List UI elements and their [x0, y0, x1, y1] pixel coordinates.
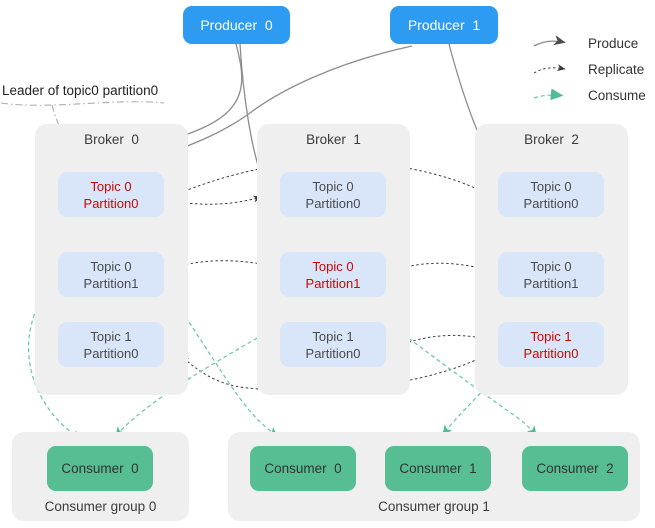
broker2-topic0-partition0-box: Topic 0 Partition0 [498, 172, 604, 217]
broker-2-container: Broker 2 Topic 0 Partition0 Topic 0 Part… [475, 124, 628, 395]
producer-1-label: Producer 1 [407, 17, 481, 33]
topic-line: Topic 1 [530, 328, 572, 344]
topic-line: Topic 0 [90, 258, 132, 274]
partition-line: Partition0 [305, 345, 361, 361]
consumer-group-1-label: Consumer group 1 [378, 499, 490, 514]
consumer-label: Consumer 0 [264, 461, 342, 476]
consume-arrow-icon [533, 88, 564, 101]
group1-consumer-2-box: Consumer 2 [522, 446, 628, 491]
producer-1-box: Producer 1 [390, 6, 498, 44]
topic-line: Topic 0 [530, 258, 572, 274]
topic-line: Topic 1 [90, 328, 132, 344]
topic-line: Topic 0 [530, 178, 572, 194]
legend-label-consume: Consume [588, 87, 646, 103]
broker0-topic0-partition1-box: Topic 0 Partition1 [58, 252, 164, 297]
legend-row-consume: Consume [532, 82, 646, 108]
partition-line: Partition1 [83, 275, 139, 291]
legend-label-replicate: Replicate [588, 61, 645, 77]
group1-consumer-0-box: Consumer 0 [250, 446, 356, 491]
topic-line: Topic 0 [90, 178, 132, 194]
broker-1-container: Broker 1 Topic 0 Partition0 Topic 0 Part… [257, 124, 410, 395]
topic-line: Topic 0 [312, 178, 354, 194]
replicate-arrow-icon [533, 64, 566, 74]
consumer-label: Consumer 0 [61, 461, 139, 476]
partition-line: Partition0 [83, 195, 139, 211]
partition-line: Partition0 [523, 345, 579, 361]
broker-0-label: Broker 0 [84, 132, 139, 147]
broker2-topic0-partition1-box: Topic 0 Partition1 [498, 252, 604, 297]
partition-line: Partition1 [523, 275, 579, 291]
consumer-group-0-container: Consumer 0 Consumer group 0 [12, 432, 189, 521]
consumer-label: Consumer 1 [399, 461, 477, 476]
legend-row-replicate: Replicate [532, 56, 646, 82]
topic-line: Topic 0 [312, 258, 354, 274]
produce-arrow-icon [533, 36, 566, 47]
broker0-topic1-partition0-box: Topic 1 Partition0 [58, 322, 164, 367]
broker1-topic0-partition0-box: Topic 0 Partition0 [280, 172, 386, 217]
legend-label-produce: Produce [588, 35, 639, 51]
broker-0-container: Broker 0 Topic 0 Partition0 Topic 0 Part… [35, 124, 188, 395]
partition-line: Partition1 [305, 275, 361, 291]
partition-line: Partition0 [523, 195, 579, 211]
broker2-topic1-partition0-box: Topic 1 Partition0 [498, 322, 604, 367]
partition-line: Partition0 [305, 195, 361, 211]
legend: Produce Replicate Consume [532, 30, 646, 108]
consumer-label: Consumer 2 [536, 461, 614, 476]
group0-consumer-0-box: Consumer 0 [47, 446, 153, 491]
broker1-topic1-partition0-box: Topic 1 Partition0 [280, 322, 386, 367]
broker-1-label: Broker 1 [306, 132, 361, 147]
broker1-topic0-partition1-box: Topic 0 Partition1 [280, 252, 386, 297]
leader-annotation: Leader of topic0 partition0 [2, 83, 159, 98]
partition-line: Partition0 [83, 345, 139, 361]
producer-0-box: Producer 0 [183, 6, 290, 44]
consumer-group-1-container: Consumer 0 Consumer 1 Consumer 2 Consume… [228, 432, 640, 521]
legend-row-produce: Produce [532, 30, 646, 56]
broker0-topic0-partition0-box: Topic 0 Partition0 [58, 172, 164, 217]
producer-0-label: Producer 0 [200, 17, 273, 33]
leader-note-underline [0, 101, 165, 106]
topic-line: Topic 1 [312, 328, 354, 344]
consumer-group-0-label: Consumer group 0 [44, 499, 157, 514]
group1-consumer-1-box: Consumer 1 [385, 446, 491, 491]
broker-2-label: Broker 2 [524, 132, 579, 147]
